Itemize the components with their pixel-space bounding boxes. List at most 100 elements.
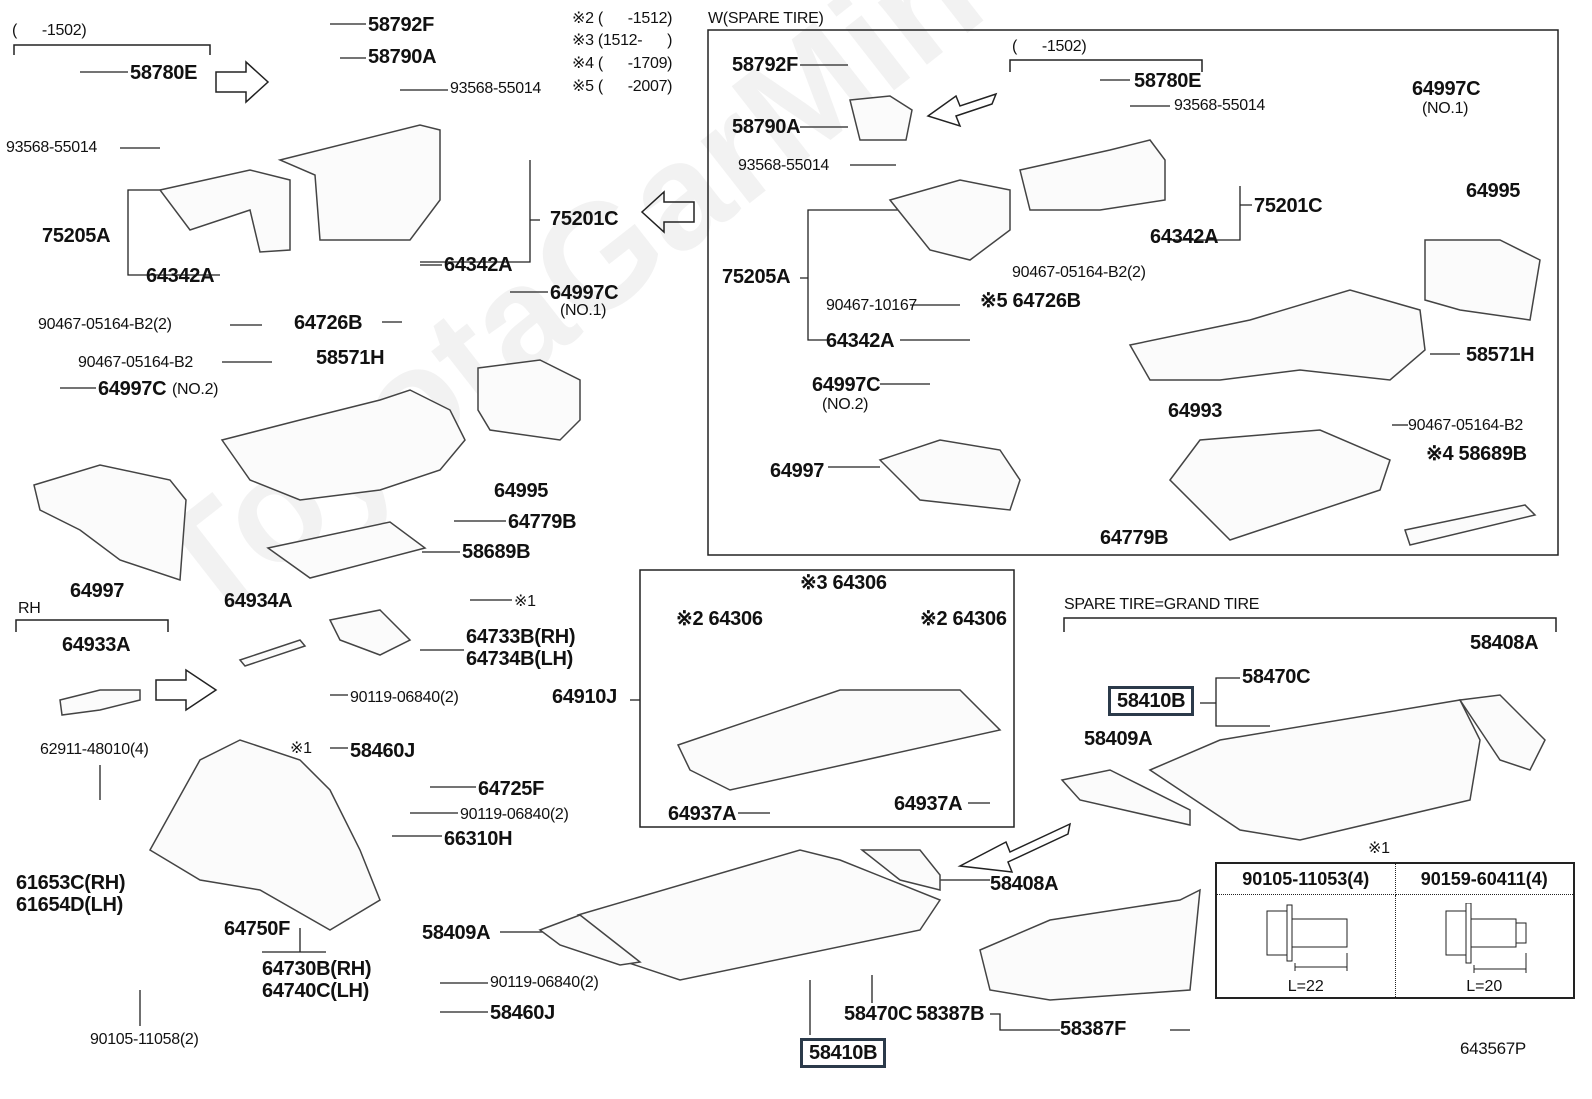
diagram-id: 643567P — [1460, 1039, 1526, 1058]
part-number-label[interactable]: 64342A — [1150, 226, 1219, 248]
part-number-label[interactable]: 90467-05164-B2(2) — [1012, 264, 1146, 281]
part-number-label[interactable]: 64779B — [508, 511, 577, 533]
part-number-label[interactable]: 58780E — [1134, 70, 1202, 92]
part-number-label[interactable]: 90467-05164-B2(2) — [38, 316, 172, 333]
arrow-icon — [957, 822, 1072, 873]
part-number-label[interactable]: ※1 — [290, 740, 312, 757]
part-number-label[interactable]: 64779B — [1100, 527, 1169, 549]
arrow-icon — [926, 92, 998, 128]
part-number-label[interactable]: 75205A — [42, 225, 111, 247]
part-number-label[interactable]: 64993 — [1168, 400, 1223, 422]
part-number-label[interactable]: 64910J — [552, 686, 617, 708]
part-number-label[interactable]: ※1 — [514, 593, 536, 610]
highlighted-part-label[interactable]: 58410B — [1108, 686, 1195, 716]
part-number-label[interactable]: 58387F — [1060, 1018, 1127, 1040]
part-number-label[interactable]: 58460J — [350, 740, 415, 762]
part-number-label[interactable]: 58790A — [368, 46, 437, 68]
part-number-label[interactable]: 64726B — [294, 312, 363, 334]
part-number-label[interactable]: 64997C — [98, 378, 167, 400]
spare-tire-box — [707, 29, 1559, 556]
part-number-label[interactable]: 64937A — [668, 803, 737, 825]
part-number-label[interactable]: 75201C — [1254, 195, 1323, 217]
part-number-label[interactable]: 90467-05164-B2 — [1408, 417, 1524, 434]
part-number-label[interactable]: 62911-48010(4) — [40, 741, 149, 758]
part-number-label[interactable]: 64342A — [444, 254, 513, 276]
part-number-label[interactable]: 75201C — [550, 208, 619, 230]
part-number-label[interactable]: 64734B(LH) — [466, 648, 574, 670]
part-number-label[interactable]: 64937A — [894, 793, 963, 815]
part-number-label[interactable]: 93568-55014 — [6, 139, 98, 156]
part-number-label[interactable]: 64995 — [494, 480, 549, 502]
part-number-label[interactable]: (NO.2) — [172, 381, 219, 398]
part-number-label[interactable]: 58571H — [316, 347, 385, 369]
part-number-label[interactable]: 64750F — [224, 918, 291, 940]
part-number-label[interactable]: ※2 64306 — [920, 608, 1007, 630]
part-number-label[interactable]: 64730B(RH) — [262, 958, 372, 980]
part-number-label[interactable]: 93568-55014 — [738, 157, 830, 174]
note-3: ※3 (1512- ) — [572, 32, 673, 49]
part-number-label[interactable]: 58408A — [1470, 632, 1539, 654]
part-number-label[interactable]: 90119-06840(2) — [350, 689, 459, 706]
part-number-label[interactable]: 64342A — [826, 330, 895, 352]
part-number-label[interactable]: 90467-10167 — [826, 297, 918, 314]
bolt-header[interactable]: 90105-11053(4) — [1215, 862, 1396, 895]
part-number-label[interactable]: 64997 — [770, 460, 825, 482]
part-number-label[interactable]: 58409A — [1084, 728, 1153, 750]
bracket-rh — [15, 619, 169, 632]
flange-bolt-icon — [1266, 904, 1348, 971]
part-number-label[interactable]: 58470C — [1242, 666, 1311, 688]
part-number-label[interactable]: 58780E — [130, 62, 198, 84]
part-number-label[interactable]: 61654D(LH) — [16, 894, 124, 916]
part-number-label[interactable]: 58792F — [368, 14, 435, 36]
part-number-label[interactable]: ( -1502) — [1012, 38, 1087, 55]
note-2: ※2 ( -1512) — [572, 10, 673, 27]
part-number-label[interactable]: 58689B — [462, 541, 531, 563]
part-number-label[interactable]: 64733B(RH) — [466, 626, 576, 648]
part-number-label[interactable]: 61653C(RH) — [16, 872, 126, 894]
part-number-label[interactable]: (NO.1) — [560, 302, 607, 319]
part-number-label[interactable]: 64997C — [812, 374, 881, 396]
part-number-label[interactable]: 58460J — [490, 1002, 555, 1024]
part-number-label[interactable]: ( -1502) — [12, 22, 87, 39]
part-number-label[interactable]: 64997C — [1412, 78, 1481, 100]
part-number-label[interactable]: 90105-11058(2) — [90, 1031, 199, 1048]
part-number-label[interactable]: ※1 — [1368, 840, 1390, 857]
part-number-label[interactable]: 64342A — [146, 265, 215, 287]
bolt-header[interactable]: 90159-60411(4) — [1394, 862, 1575, 895]
part-number-label[interactable]: 64725F — [478, 778, 545, 800]
part-number-label[interactable]: 58409A — [422, 922, 491, 944]
part-number-label[interactable]: 93568-55014 — [1174, 97, 1266, 114]
spare-tire-box-title: W(SPARE TIRE) — [708, 10, 824, 27]
part-64934a — [238, 639, 307, 667]
part-number-label[interactable]: 90467-05164-B2 — [78, 354, 194, 371]
part-number-label[interactable]: 58408A — [990, 873, 1059, 895]
bolt-cell: L=20 — [1394, 894, 1575, 999]
part-number-label[interactable]: (NO.2) — [822, 396, 869, 413]
part-number-label[interactable]: 64997C — [550, 282, 619, 304]
part-number-label[interactable]: RH — [18, 600, 41, 617]
part-number-label[interactable]: 64995 — [1466, 180, 1521, 202]
part-number-label[interactable]: 64933A — [62, 634, 131, 656]
part-number-label[interactable]: 64740C(LH) — [262, 980, 370, 1002]
part-58571h-left — [220, 389, 466, 501]
part-number-label[interactable]: 75205A — [722, 266, 791, 288]
part-number-label[interactable]: 58792F — [732, 54, 799, 76]
part-number-label[interactable]: ※2 64306 — [676, 608, 763, 630]
part-number-label[interactable]: 64997 — [70, 580, 125, 602]
part-number-label[interactable]: 58387B — [916, 1003, 985, 1025]
part-number-label[interactable]: 64934A — [224, 590, 293, 612]
part-number-label[interactable]: 58571H — [1466, 344, 1535, 366]
part-number-label[interactable]: ※4 58689B — [1426, 443, 1527, 465]
part-number-label[interactable]: 93568-55014 — [450, 80, 542, 97]
part-number-label[interactable]: 58790A — [732, 116, 801, 138]
part-75201c-right — [1019, 139, 1166, 211]
part-number-label[interactable]: ※3 64306 — [800, 572, 887, 594]
part-number-label[interactable]: 58470C — [844, 1003, 913, 1025]
part-number-label[interactable]: 66310H — [444, 828, 513, 850]
part-number-label[interactable]: ※5 64726B — [980, 290, 1081, 312]
part-number-label[interactable]: 90119-06840(2) — [490, 974, 599, 991]
part-number-label[interactable]: 90119-06840(2) — [460, 806, 569, 823]
highlighted-part-label[interactable]: 58410B — [800, 1038, 887, 1068]
part-trunk-side-cover-left — [158, 169, 291, 253]
part-number-label[interactable]: (NO.1) — [1422, 100, 1469, 117]
